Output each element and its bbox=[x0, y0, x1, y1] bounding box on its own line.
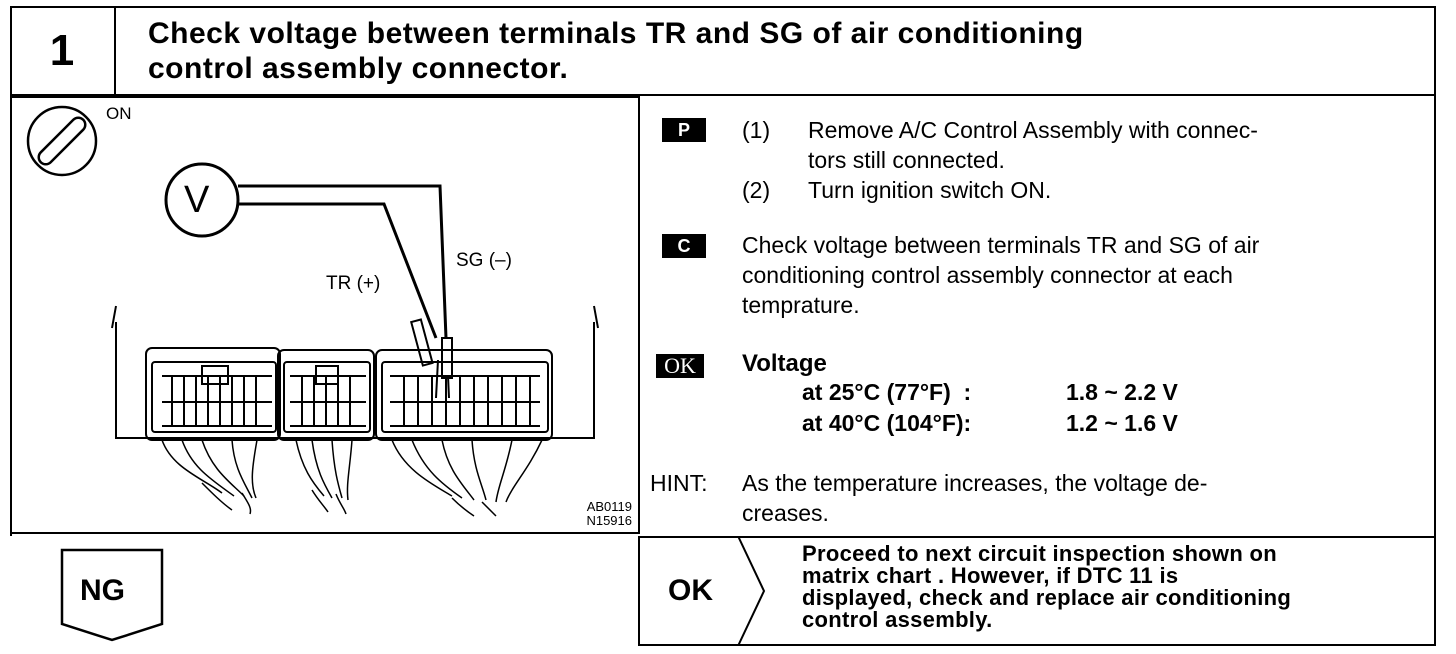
ignition-key-icon bbox=[26, 105, 98, 177]
figure-code-2: N15916 bbox=[586, 513, 632, 528]
hint-text: As the temperature increases, the voltag… bbox=[742, 468, 1207, 528]
prep-item-1-text: Remove A/C Control Assembly with connec-… bbox=[808, 115, 1258, 175]
step-title-line-2: control assembly connector. bbox=[148, 52, 569, 85]
ok-result-line-4: control assembly. bbox=[802, 607, 993, 632]
figure-code: AB0119 N15916 bbox=[560, 500, 632, 528]
check-tag: C bbox=[662, 234, 706, 258]
voltage-heading: Voltage bbox=[742, 350, 827, 377]
hint-label: HINT: bbox=[650, 470, 708, 496]
connector-right bbox=[375, 349, 553, 441]
step-title-line-1: Check voltage between terminals TR and S… bbox=[148, 17, 1084, 50]
ok-arrow-icon bbox=[737, 536, 766, 646]
ng-result-label: NG bbox=[80, 574, 125, 607]
hint-line-1: As the temperature increases, the voltag… bbox=[742, 470, 1208, 496]
check-line-2: conditioning control assembly connector … bbox=[742, 262, 1233, 288]
ok-result-line-1: Proceed to next circuit inspection shown… bbox=[802, 541, 1277, 566]
connector-middle bbox=[277, 349, 375, 441]
step-title: Check voltage between terminals TR and S… bbox=[148, 16, 1084, 86]
diagram-panel bbox=[10, 96, 640, 534]
hint-line-2: creases. bbox=[742, 500, 829, 526]
spec-row-1-value: 1.8 ~ 2.2 V bbox=[1066, 379, 1178, 405]
ok-result-text: Proceed to next circuit inspection shown… bbox=[802, 543, 1291, 631]
check-line-1: Check voltage between terminals TR and S… bbox=[742, 232, 1260, 258]
wire-harness bbox=[161, 439, 543, 517]
wiring-diagram bbox=[26, 105, 599, 517]
prep-item-1-line-1: Remove A/C Control Assembly with connec- bbox=[808, 117, 1258, 143]
sg-terminal-label: SG (–) bbox=[456, 250, 512, 271]
prep-item-1-line-2: tors still connected. bbox=[808, 147, 1005, 173]
prep-tag: P bbox=[662, 118, 706, 142]
ok-result-line-3: displayed, check and replace air conditi… bbox=[802, 585, 1292, 610]
ok-result-label: OK bbox=[668, 574, 713, 607]
prep-item-2-text: Turn ignition switch ON. bbox=[808, 177, 1052, 203]
spec-row-2-value: 1.2 ~ 1.6 V bbox=[1066, 410, 1178, 436]
prep-item-1-number: (1) bbox=[742, 117, 771, 143]
ok-result-line-2: matrix chart . However, if DTC 11 is bbox=[802, 563, 1179, 588]
check-line-3: temprature. bbox=[742, 292, 860, 318]
spec-row-1-condition: at 25°C (77°F) : bbox=[802, 379, 972, 405]
tr-terminal-label: TR (+) bbox=[326, 273, 381, 294]
spec-row-2-condition: at 40°C (104°F): bbox=[802, 410, 972, 436]
ignition-on-label: ON bbox=[106, 104, 132, 123]
step-header bbox=[10, 6, 1436, 96]
voltmeter-icon bbox=[164, 162, 240, 238]
prep-item-2-number: (2) bbox=[742, 177, 771, 203]
check-text: Check voltage between terminals TR and S… bbox=[742, 230, 1259, 320]
figure-code-1: AB0119 bbox=[586, 499, 632, 514]
ng-result-box bbox=[60, 548, 164, 642]
voltmeter-label: V bbox=[184, 179, 210, 221]
connector-left bbox=[145, 347, 281, 441]
ok-spec-tag: OK bbox=[656, 353, 704, 378]
step-number: 1 bbox=[10, 6, 116, 96]
ok-result-box bbox=[638, 536, 1436, 646]
